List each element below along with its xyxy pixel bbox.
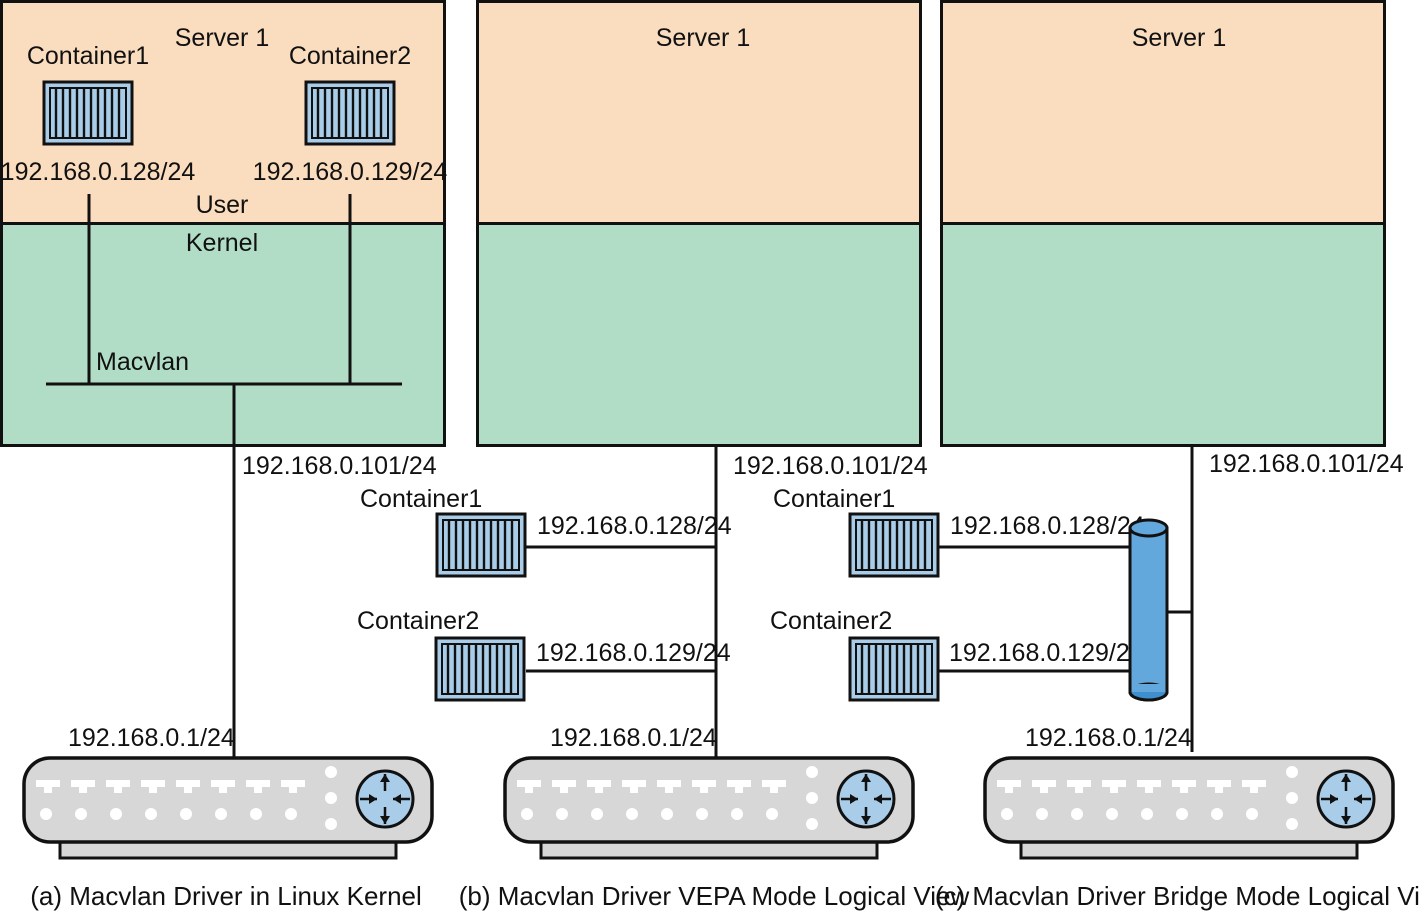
user-space-b: [476, 0, 922, 225]
container-icon: [848, 636, 940, 702]
container-icon: [435, 512, 527, 578]
host-ip-b: 192.168.0.101/24: [733, 452, 928, 480]
container-icon: [304, 80, 396, 146]
container2-label-a: Container2: [289, 42, 411, 70]
user-space-c: [940, 0, 1386, 225]
container1-label-a: Container1: [27, 42, 149, 70]
router-ip-a: 192.168.0.1/24: [68, 724, 235, 752]
server-label-a: Server 1: [175, 24, 269, 52]
container-icon: [848, 512, 940, 578]
container1-label-b: Container1: [360, 485, 482, 513]
kernel-space-a: [0, 222, 446, 447]
panel-c: Server 1 192.168.0.101/24 Container1 192…: [770, 0, 1421, 911]
container-icon: [42, 80, 134, 146]
server-label-b: Server 1: [656, 24, 750, 52]
caption-c: (c) Macvlan Driver Bridge Mode Logical V…: [935, 881, 1421, 911]
vepa-links-b: [526, 446, 718, 758]
container1-ip-b: 192.168.0.128/24: [537, 512, 732, 540]
container2-label-b: Container2: [357, 607, 479, 635]
user-label-a: User: [196, 191, 249, 219]
macvlan-links-a: [46, 194, 402, 758]
container1-ip-a: 192.168.0.128/24: [1, 158, 196, 186]
macvlan-label-a: Macvlan: [96, 348, 189, 376]
kernel-label-a: Kernel: [186, 229, 258, 257]
network-switch-icon: [983, 756, 1395, 860]
kernel-space-b: [476, 222, 922, 447]
server-label-c: Server 1: [1132, 24, 1226, 52]
kernel-space-c: [940, 222, 1386, 447]
network-switch-icon: [503, 756, 915, 860]
container2-ip-c: 192.168.0.129/24: [949, 639, 1144, 667]
container2-label-c: Container2: [770, 607, 892, 635]
panel-b: Server 1 192.168.0.101/24 Container1 192…: [357, 0, 970, 911]
container-icon: [434, 636, 526, 702]
caption-b: (b) Macvlan Driver VEPA Mode Logical Vie…: [459, 881, 970, 911]
host-ip-c: 192.168.0.101/24: [1209, 450, 1404, 478]
container2-ip-a: 192.168.0.129/24: [253, 158, 448, 186]
bridge-cylinder-icon: [1128, 518, 1169, 702]
router-ip-c: 192.168.0.1/24: [1025, 724, 1192, 752]
router-ip-b: 192.168.0.1/24: [550, 724, 717, 752]
caption-a: (a) Macvlan Driver in Linux Kernel: [30, 881, 422, 911]
network-switch-icon: [22, 756, 434, 860]
panel-a: Server 1 Container1 Container2 192.168.0…: [0, 0, 448, 911]
container1-label-c: Container1: [773, 485, 895, 513]
host-ip-a: 192.168.0.101/24: [242, 452, 437, 480]
bridge-links-c: [939, 446, 1194, 752]
container2-ip-b: 192.168.0.129/24: [536, 639, 731, 667]
container1-ip-c: 192.168.0.128/24: [950, 512, 1145, 540]
